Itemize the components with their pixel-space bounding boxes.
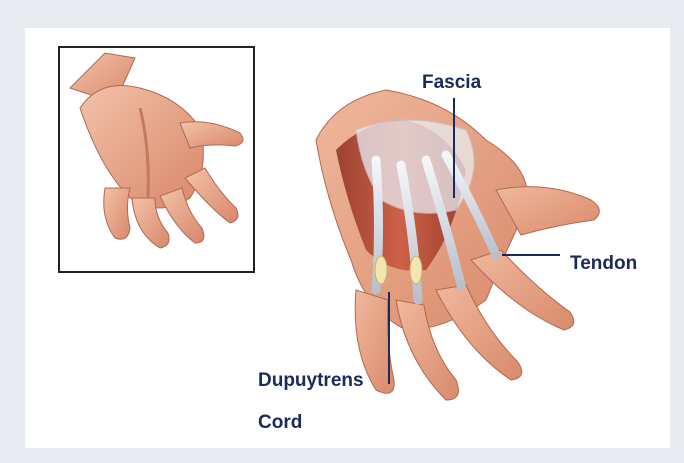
cord-leader-line <box>388 292 390 384</box>
fascia-leader-line <box>453 98 455 198</box>
inset-hand-drawing <box>60 48 253 271</box>
fascia-label: Fascia <box>422 72 481 94</box>
tendon-label: Tendon <box>570 253 637 275</box>
tendon-leader-line <box>502 254 560 256</box>
cord-label-line1: Dupuytrens <box>258 370 364 392</box>
inset-hand-illustration <box>58 46 255 273</box>
cord-label-line2: Cord <box>258 412 302 434</box>
